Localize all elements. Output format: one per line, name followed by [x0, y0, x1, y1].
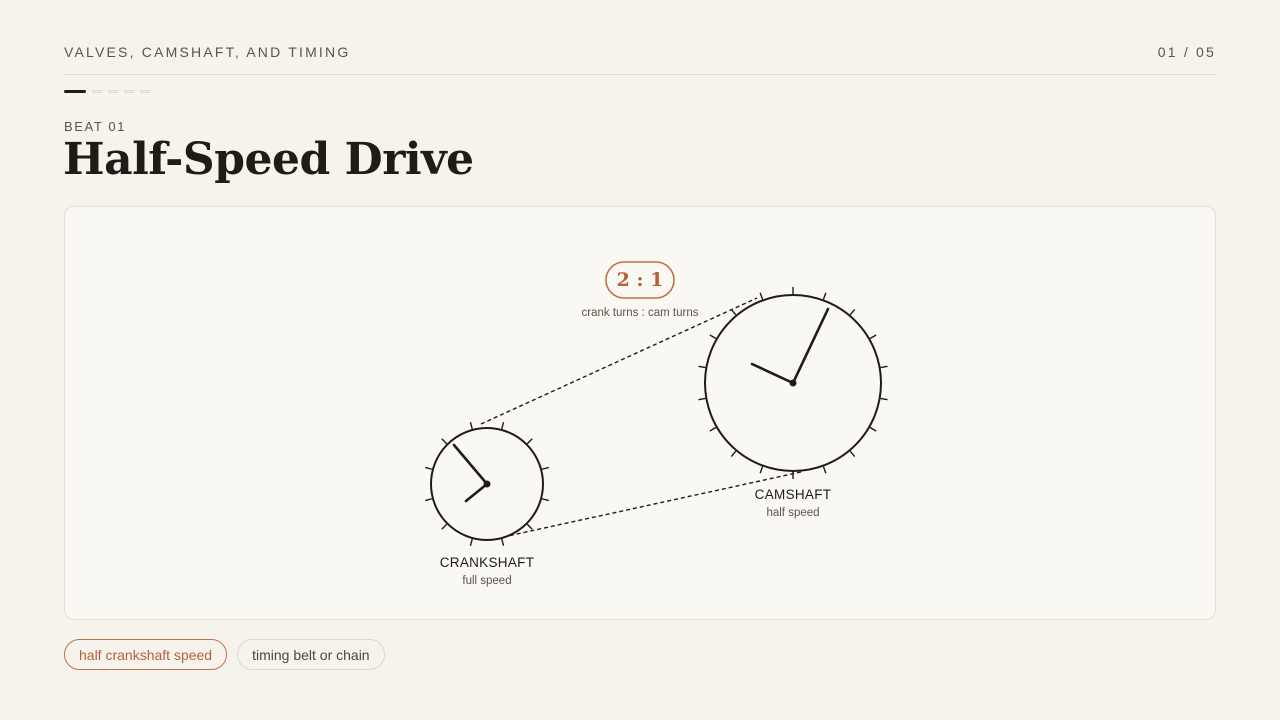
slide-title: Half-Speed Drive [63, 134, 474, 185]
camshaft-tooth [822, 466, 827, 474]
crankshaft-tooth [469, 538, 473, 547]
camshaft-tooth [869, 334, 877, 340]
crankshaft-tooth [424, 466, 433, 470]
crankshaft-gear [424, 421, 550, 547]
header-divider [64, 74, 1216, 75]
crankshaft-tooth [424, 498, 433, 502]
belt-lower-run [502, 471, 802, 538]
camshaft-hand-short [750, 362, 795, 385]
progress-step-3[interactable] [108, 90, 118, 93]
camshaft-tooth [709, 426, 717, 432]
camshaft-hand-long [791, 307, 830, 385]
crankshaft-teeth [424, 421, 550, 547]
crankshaft-tooth [441, 523, 448, 530]
crankshaft-tooth [501, 421, 505, 430]
camshaft-tooth [849, 450, 856, 457]
ratio-value: 2 : 1 [617, 269, 664, 291]
slide-counter: 01 / 05 [1157, 44, 1216, 60]
camshaft-tooth [709, 334, 717, 340]
progress-step-2[interactable] [92, 90, 102, 93]
belt-upper-run [480, 297, 758, 425]
progress-step-4[interactable] [124, 90, 134, 93]
camshaft-tooth [698, 365, 706, 369]
crankshaft-hand-short [464, 482, 489, 503]
camshaft-tooth [880, 365, 888, 369]
camshaft-teeth [698, 287, 888, 479]
crankshaft-hand-long [452, 443, 489, 486]
tag-half-crankshaft-speed[interactable]: half crankshaft speed [64, 639, 228, 670]
beat-label: BEAT 01 [64, 119, 127, 134]
ratio-badge-frame [605, 261, 675, 299]
diagram-panel: 2 : 1 crank turns : cam turns CRANKSHAFT… [64, 206, 1216, 620]
drive-diagram: 2 : 1 crank turns : cam turns CRANKSHAFT… [424, 261, 888, 587]
crankshaft-tooth [469, 421, 473, 430]
camshaft-tooth [698, 397, 706, 401]
ratio-badge: 2 : 1 [605, 261, 675, 299]
crankshaft-hub [483, 480, 491, 488]
camshaft-tooth [849, 309, 856, 316]
crankshaft-sublabel: full speed [462, 575, 511, 587]
tag-timing-belt-or-chain[interactable]: timing belt or chain [237, 639, 385, 670]
camshaft-tooth [869, 426, 877, 432]
crankshaft-tooth [501, 538, 505, 547]
progress-step-1[interactable] [64, 90, 86, 93]
deck-header: VALVES, CAMSHAFT, AND TIMING 01 / 05 [64, 44, 1216, 60]
camshaft-tooth [880, 397, 888, 401]
deck-title: VALVES, CAMSHAFT, AND TIMING [64, 44, 351, 60]
camshaft-gear [698, 287, 888, 479]
crankshaft-tooth [441, 438, 448, 445]
progress-indicator [64, 90, 150, 93]
camshaft-tooth [759, 292, 764, 300]
camshaft-tooth [759, 466, 764, 474]
crankshaft-tooth [526, 438, 533, 445]
tag-list: half crankshaft speed timing belt or cha… [64, 639, 385, 670]
camshaft-sublabel: half speed [766, 507, 819, 519]
crankshaft-tooth [541, 466, 550, 470]
camshaft-tooth [822, 292, 827, 300]
timing-belt [480, 297, 802, 538]
crankshaft-tooth [541, 498, 550, 502]
camshaft-label: CAMSHAFT [755, 487, 832, 502]
camshaft-hub [789, 379, 797, 387]
progress-step-5[interactable] [140, 90, 150, 93]
crankshaft-label: CRANKSHAFT [440, 555, 535, 570]
camshaft-tooth [730, 450, 737, 457]
ratio-caption: crank turns : cam turns [582, 307, 699, 319]
crankshaft-tooth [526, 523, 533, 530]
camshaft-tooth [730, 309, 737, 316]
